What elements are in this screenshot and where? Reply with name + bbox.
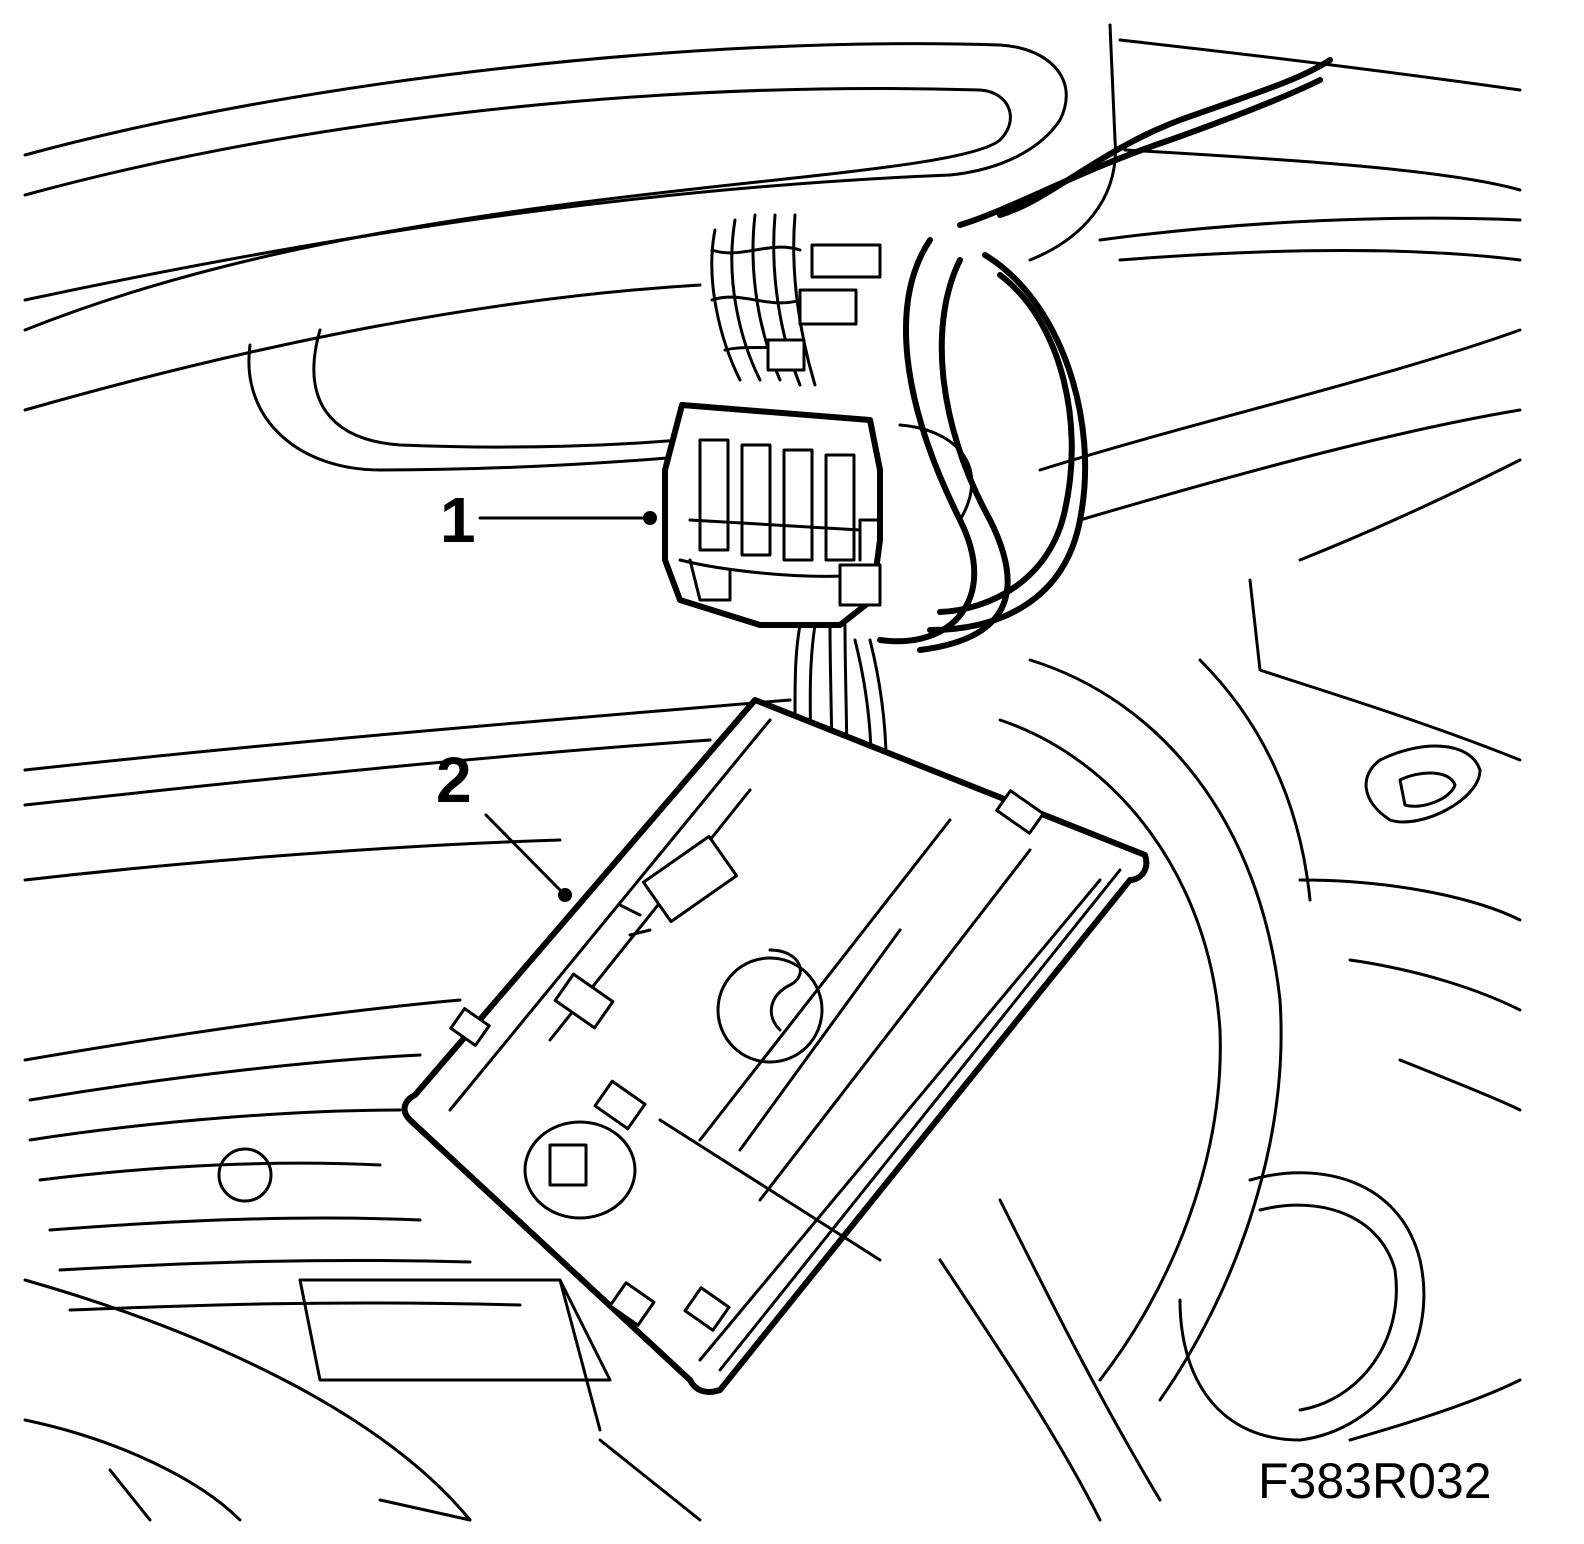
center-console	[938, 578, 1522, 1522]
leader-lines	[478, 511, 657, 902]
wiring-connector	[662, 402, 883, 628]
callout-2-label: 2	[436, 744, 472, 816]
leader-dot-2	[558, 888, 572, 902]
display-panel	[401, 697, 1150, 1395]
figure-code: F383R032	[1258, 1453, 1492, 1509]
windshield-frame	[23, 23, 1522, 562]
callout-1-label: 1	[440, 484, 476, 556]
dashboard	[23, 698, 792, 1522]
leader-dot-1	[643, 511, 657, 525]
wire-bundle	[710, 213, 882, 387]
cable-loop	[877, 57, 1333, 653]
